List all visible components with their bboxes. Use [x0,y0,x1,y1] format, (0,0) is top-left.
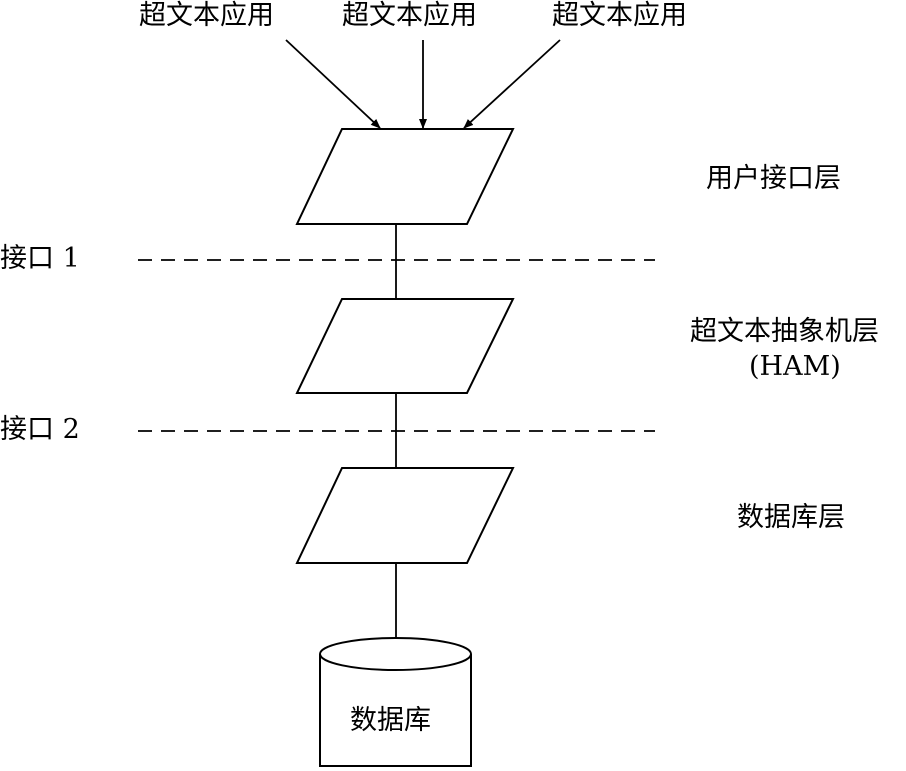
app-label-center: 超文本应用 [342,0,477,31]
app-label-left: 超文本应用 [139,0,274,31]
interface-1-label: 接口 1 [0,243,80,274]
database-layer-shape [295,467,515,564]
user-interface-layer-shape [295,128,515,225]
database-cylinder [319,637,472,767]
arrow-left [285,39,381,129]
database-layer-label: 数据库层 [737,502,845,533]
app-label-right: 超文本应用 [552,0,687,31]
ham-layer-abbrev: (HAM) [749,351,841,382]
user-interface-layer-label: 用户接口层 [706,163,841,194]
database-label: 数据库 [350,705,431,736]
ham-layer-shape [295,298,515,394]
ham-layer-label: 超文本抽象机层 [690,316,879,347]
arrow-right [463,39,561,129]
interface-2-label: 接口 2 [0,414,80,445]
